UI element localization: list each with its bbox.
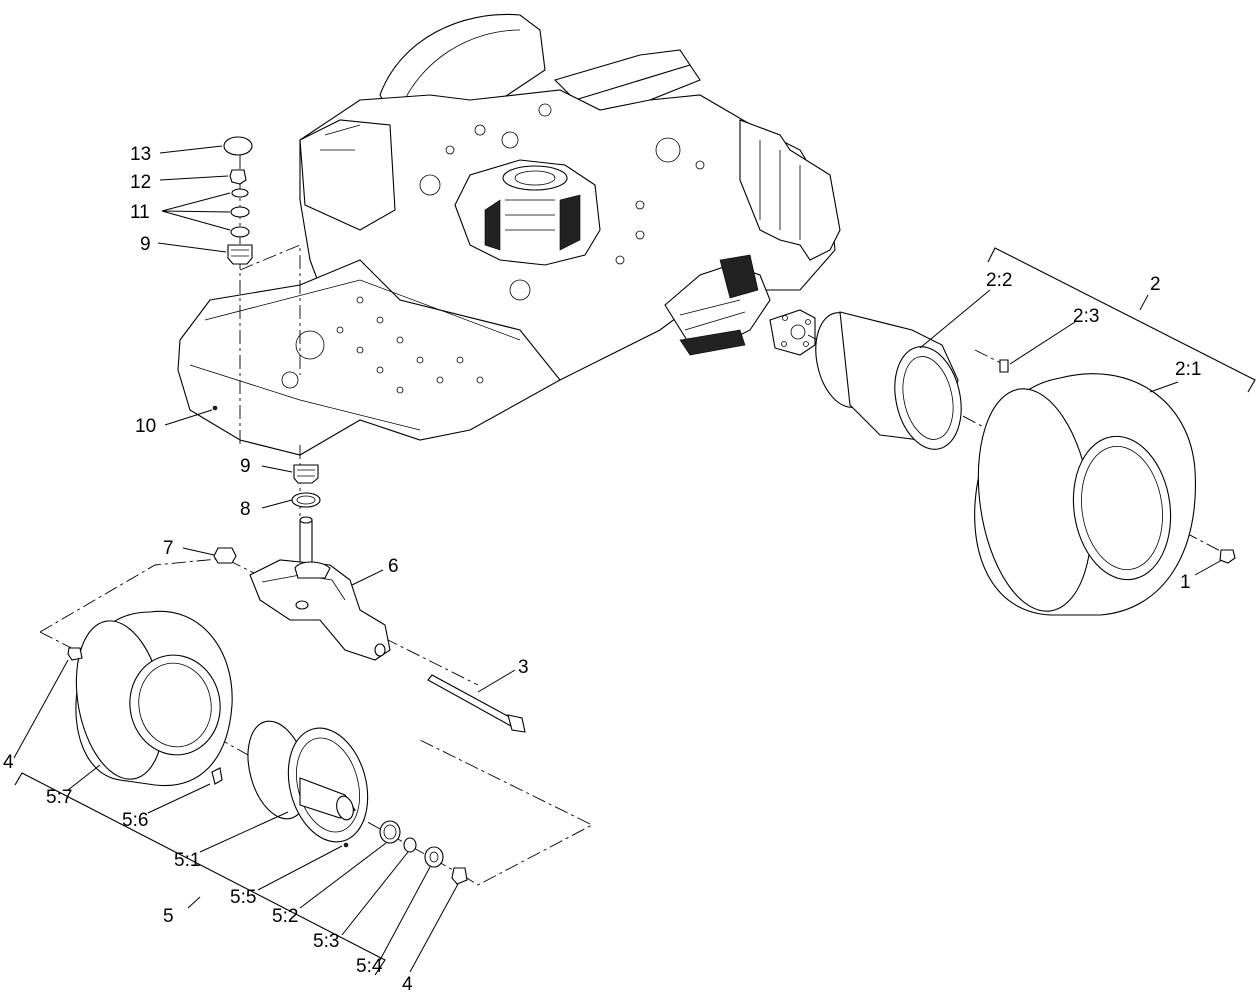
caster-hardware-stack (223, 136, 253, 265)
callout-5-2: 5:2 (272, 906, 298, 927)
assembly-brackets (14, 247, 1256, 976)
callout-10: 10 (135, 416, 156, 437)
callout-3: 3 (518, 657, 529, 678)
dust-cap (223, 136, 253, 156)
transmission (664, 254, 771, 356)
wheel-hub (769, 309, 816, 356)
nut (229, 169, 247, 185)
callout-2-2: 2:2 (986, 270, 1012, 291)
hex-nut (213, 547, 237, 564)
callout-11: 11 (130, 202, 150, 223)
callout-5: 5 (163, 906, 174, 927)
drive-tire (974, 373, 1197, 616)
caster-rim (247, 720, 369, 843)
valve-stem-rear (999, 359, 1009, 373)
axle-bolt (427, 674, 526, 733)
callout-5-6: 5:6 (122, 810, 148, 831)
callout-8: 8 (240, 499, 251, 520)
bearing (227, 244, 253, 265)
callout-7: 7 (163, 538, 174, 559)
washer (230, 226, 250, 238)
callout-2-3: 2:3 (1073, 306, 1099, 327)
callout-5-5: 5:5 (230, 887, 256, 908)
engine (454, 159, 601, 266)
callout-9-mid: 9 (240, 456, 251, 477)
deck-holes (281, 103, 705, 394)
callout-1: 1 (1180, 572, 1191, 593)
washer (230, 206, 250, 218)
callout-labels: 13 12 11 9 10 9 8 7 6 3 4 5:7 5:6 5:1 5:… (3, 144, 1201, 995)
callout-5-3: 5:3 (313, 931, 339, 952)
valve-stem (211, 767, 223, 785)
caster-tire (75, 610, 233, 787)
callout-4-left: 4 (3, 752, 14, 773)
caster-spacers (379, 820, 468, 885)
callout-2-1: 2:1 (1175, 359, 1201, 380)
caster-fork (249, 516, 391, 661)
callout-9-top: 9 (140, 234, 151, 255)
callout-5-1: 5:1 (174, 850, 200, 871)
caster-bearings (291, 464, 321, 508)
callout-5-4: 5:4 (356, 956, 383, 977)
grease-fitting (212, 405, 218, 411)
spacer (67, 647, 83, 661)
grease-fitting-rim (343, 842, 349, 848)
leader-lines (13, 145, 1223, 973)
callout-12: 12 (130, 172, 151, 193)
callout-2: 2 (1150, 274, 1161, 295)
lug-nut (1219, 549, 1236, 564)
drive-rim (815, 311, 962, 450)
chassis-frame (177, 13, 841, 456)
callout-6: 6 (388, 556, 399, 577)
callout-4-bottom: 4 (402, 974, 413, 995)
callout-5-7: 5:7 (46, 787, 72, 808)
callout-13: 13 (130, 144, 151, 165)
washer (231, 188, 249, 198)
